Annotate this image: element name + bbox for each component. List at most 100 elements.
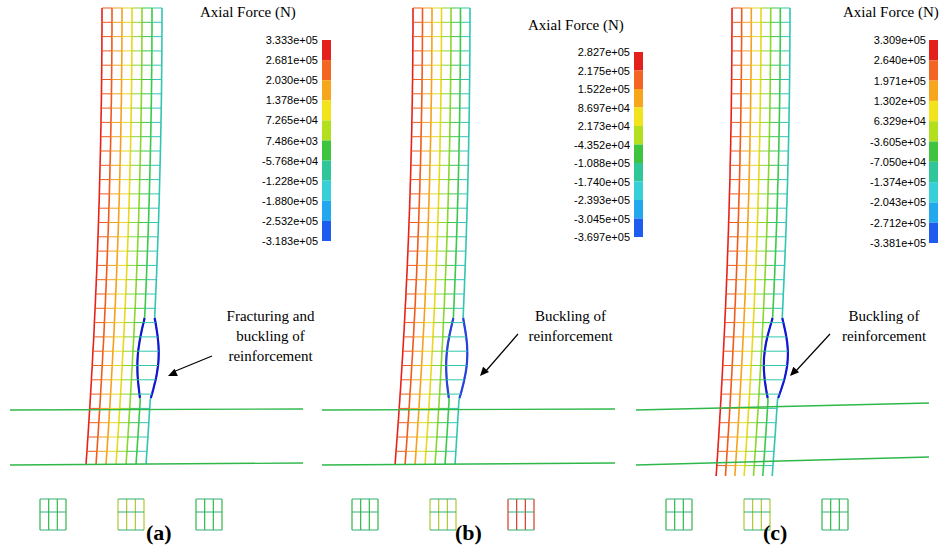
- stirrup-line: [758, 193, 768, 194]
- stirrup-line: [750, 394, 759, 395]
- pile-rebar: [221, 499, 222, 530]
- stirrup-line: [106, 279, 116, 280]
- stirrup-line: [748, 422, 757, 423]
- pile-rebar: [65, 499, 66, 530]
- callout-text: Buckling of reinforcement: [518, 306, 623, 346]
- colorbar-title: Axial Force (N): [843, 4, 939, 21]
- stirrup-line: [726, 294, 736, 295]
- stirrup-line: [130, 165, 140, 166]
- stirrup-line: [461, 8, 471, 9]
- pile-rebar: [360, 499, 361, 530]
- stirrup-line: [410, 394, 420, 395]
- stirrup-line: [432, 65, 442, 66]
- stirrup-line: [742, 351, 751, 352]
- stirrup-line: [449, 336, 466, 337]
- footing-line: [636, 457, 929, 465]
- pile-tie: [822, 512, 848, 513]
- stirrup-line: [440, 122, 450, 123]
- colorbar-value: 2.827e+05: [560, 46, 630, 58]
- pile-tie: [744, 512, 770, 513]
- stirrup-line: [443, 336, 449, 337]
- stirrup-line: [120, 179, 130, 180]
- stirrup-line: [759, 179, 769, 180]
- stirrup-line: [103, 351, 113, 352]
- stirrup-line: [458, 179, 468, 180]
- pile-tie: [196, 530, 222, 531]
- panel-label: (b): [455, 520, 482, 546]
- stirrup-line: [769, 136, 779, 137]
- stirrup-line: [441, 50, 451, 51]
- colorbar-value: -1.088e+05: [560, 157, 630, 169]
- stirrup-line: [778, 179, 788, 180]
- colorbar-value: -3.381e+05: [856, 237, 926, 249]
- stirrup-line: [440, 394, 449, 395]
- stirrup-line: [770, 79, 780, 80]
- stirrup-line: [770, 65, 780, 66]
- stirrup-line: [128, 222, 138, 223]
- stirrup-line: [460, 93, 470, 94]
- stirrup-line: [422, 22, 432, 23]
- stirrup-line: [460, 79, 470, 80]
- stirrup-line: [447, 379, 465, 380]
- buckled-rebar: [764, 318, 773, 398]
- arrow-head: [790, 367, 799, 376]
- stirrup-line: [99, 193, 109, 194]
- stirrup-line: [765, 279, 775, 280]
- stirrup-line: [123, 351, 133, 352]
- stirrup-line: [108, 437, 118, 438]
- colorbar-segment: [634, 71, 643, 90]
- pile-rebar: [135, 499, 136, 530]
- stirrup-line: [136, 279, 146, 280]
- pile-tie: [352, 530, 378, 531]
- stirrup-line: [112, 8, 122, 9]
- stirrup-line: [435, 294, 445, 295]
- stirrup-line: [751, 365, 760, 366]
- stirrup-line: [138, 437, 148, 438]
- colorbar-value: 2.173e+04: [560, 120, 630, 132]
- stirrup-line: [460, 36, 470, 37]
- pile-tie: [666, 499, 692, 500]
- pile-rebar: [533, 499, 534, 530]
- colorbar-value: -3.183e+05: [248, 235, 318, 247]
- stirrup-line: [741, 379, 750, 380]
- colorbar-segment: [322, 201, 331, 221]
- stirrup-line: [761, 8, 771, 9]
- stirrup-line: [106, 294, 116, 295]
- stirrup-line: [728, 236, 738, 237]
- colorbar-segment: [634, 182, 643, 201]
- colorbar-segment: [634, 145, 643, 164]
- stirrup-line: [770, 122, 780, 123]
- colorbar-segment: [929, 40, 938, 60]
- pile-rebar: [369, 499, 370, 530]
- colorbar-value: -7.050e+04: [856, 156, 926, 168]
- stirrup-line: [734, 322, 744, 323]
- stirrup-line: [751, 65, 761, 66]
- stirrup-line: [737, 437, 746, 438]
- colorbar-segment: [322, 120, 331, 140]
- pile-tie: [666, 512, 692, 513]
- stirrup-line: [101, 379, 111, 380]
- stirrup-line: [432, 351, 442, 352]
- pile-tie: [430, 499, 456, 500]
- stirrup-line: [758, 208, 768, 209]
- colorbar-value: 1.522e+05: [560, 83, 630, 95]
- stirrup-line: [729, 222, 739, 223]
- stirrup-line: [146, 279, 156, 280]
- stirrup-line: [768, 208, 778, 209]
- stirrup-line: [93, 351, 103, 352]
- stirrup-line: [98, 236, 108, 237]
- pile-tie: [822, 530, 848, 531]
- stirrup-line: [125, 308, 135, 309]
- stirrup-line: [416, 294, 426, 295]
- stirrup-line: [778, 193, 788, 194]
- stirrup-line: [768, 408, 777, 409]
- stirrup-line: [743, 336, 753, 337]
- stirrup-line: [458, 193, 468, 194]
- stirrup-line: [761, 79, 771, 80]
- stirrup-line: [410, 179, 420, 180]
- stirrup-line: [407, 279, 417, 280]
- stirrup-line: [727, 265, 737, 266]
- stirrup-line: [780, 93, 790, 94]
- stirrup-line: [149, 208, 159, 209]
- stirrup-line: [100, 179, 110, 180]
